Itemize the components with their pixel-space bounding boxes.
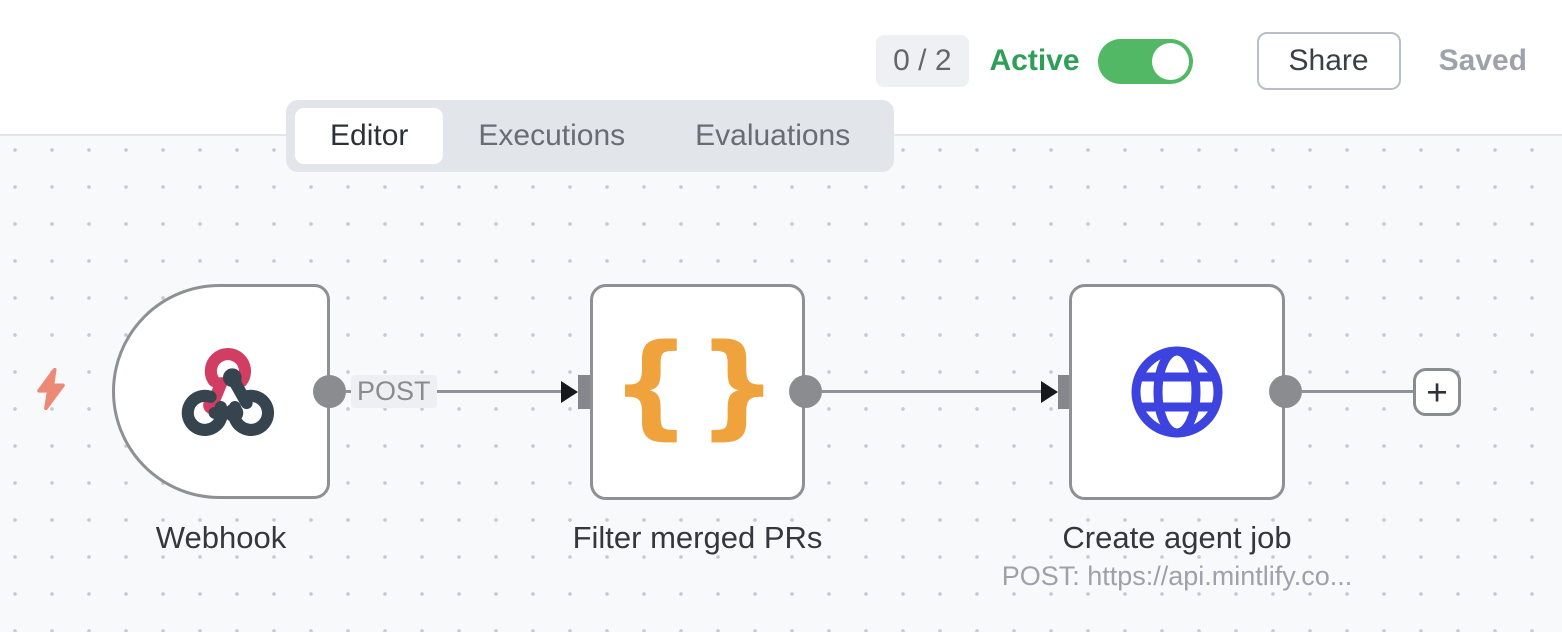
connection-arrowhead-icon [1041,381,1058,403]
saved-status: Saved [1438,44,1527,77]
node-label-filter: Filter merged PRs [572,520,823,555]
globe-icon [1131,346,1223,438]
node-label-create: Create agent job [1062,520,1292,555]
lightning-bolt-icon [37,367,65,411]
filter-output-port[interactable] [789,375,822,408]
node-filter-merged-prs[interactable]: {} [590,284,805,500]
add-node-button[interactable]: + [1413,368,1461,416]
connection-webhook-filter[interactable] [346,390,562,393]
connection-filter-create[interactable] [822,390,1042,393]
node-webhook[interactable] [112,284,330,499]
webhook-icon [181,347,275,436]
toggle-knob-icon [1151,42,1189,80]
active-toggle[interactable] [1097,38,1193,84]
tab-evaluations[interactable]: Evaluations [695,119,851,152]
issues-count-badge[interactable]: 0 / 2 [876,35,969,87]
node-subtitle-create: POST: https://api.mintlify.co... [1001,561,1353,591]
active-label: Active [989,44,1080,77]
webhook-output-port[interactable] [313,375,346,408]
create-output-port[interactable] [1269,375,1302,408]
connection-create-add[interactable] [1302,390,1414,393]
connection-arrowhead-icon [561,381,578,403]
workflow-canvas[interactable]: POST {} + Webhook [0,136,1562,632]
connection-post-label: POST [351,375,437,408]
header-controls: 0 / 2 Active Share Saved [876,0,1527,122]
tab-editor[interactable]: Editor [295,108,444,164]
view-tabs: Editor Executions Evaluations [286,100,895,172]
node-label-webhook: Webhook [155,520,287,555]
tab-executions[interactable]: Executions [478,119,626,152]
share-button[interactable]: Share [1256,32,1401,90]
node-create-agent-job[interactable] [1069,284,1285,500]
code-braces-icon: {} [611,321,784,451]
